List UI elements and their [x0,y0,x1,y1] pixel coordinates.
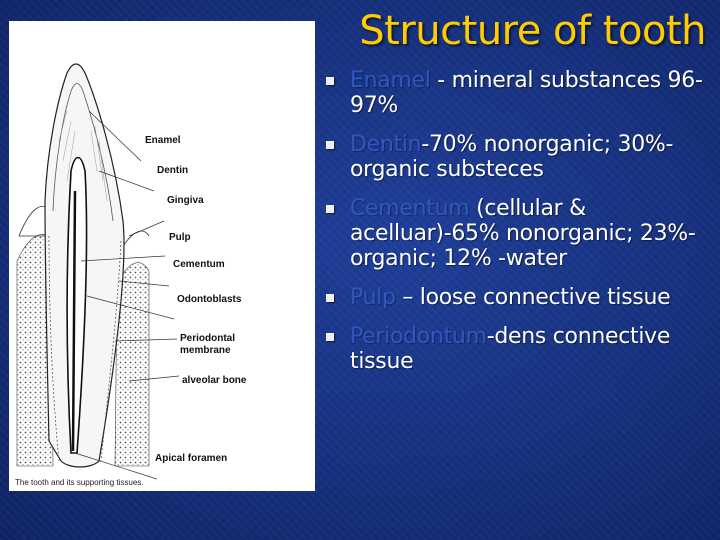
figure-caption: The tooth and its supporting tissues. [15,478,144,487]
bullet-dentin: Dentin-70% nonorganic; 30%- organic subs… [322,132,717,182]
bullet-cementum: Cementum (cellular & acelluar)-65% nonor… [322,196,717,271]
label-odontoblasts: Odontoblasts [177,294,242,305]
leader-lines [74,110,180,480]
tooth-diagram: Enamel Dentin Gingiva Pulp Cementum Odon… [9,21,315,491]
bullet-marker [326,141,334,149]
label-periodontal-membrane-1: Periodontal [180,333,236,344]
pulp-canal [66,156,88,454]
bullet-marker [326,77,334,85]
bullet-list: Enamel - mineral substances 96-97% Denti… [322,68,717,374]
bullet-text-cementum: (cellular & acelluar)-65% nonorganic; 23… [350,196,696,271]
term-periodontum: Periodontum [350,324,487,349]
bullet-text-enamel: - mineral substances 96-97% [350,68,703,118]
term-enamel: Enamel [350,68,431,93]
label-apical-foramen: Apical foramen [155,453,228,464]
bullet-pulp: Pulp – loose connective tissue [322,285,717,310]
label-enamel: Enamel [145,135,181,146]
tooth-illustration [16,63,180,480]
bullet-text-dentin: -70% nonorganic; 30%- organic substeces [350,132,674,182]
bullet-periodontum: Periodontum-dens connective tissue [322,324,717,374]
term-cementum: Cementum [350,196,470,221]
label-periodontal-membrane-2: membrane [180,345,231,356]
bullet-text-pulp: – loose connective tissue [395,285,671,310]
label-dentin: Dentin [157,165,189,176]
term-dentin: Dentin [350,132,422,157]
bullet-enamel: Enamel - mineral substances 96-97% [322,68,717,118]
label-cementum: Cementum [173,259,225,270]
dentin-hatching [58,110,108,202]
label-pulp: Pulp [169,232,191,243]
bullet-marker [326,205,334,213]
bullet-text-periodontum: -dens connective tissue [350,324,671,374]
term-pulp: Pulp [350,285,396,310]
label-gingiva: Gingiva [167,195,204,206]
bullet-marker [326,294,334,302]
slide-title: Structure of tooth [359,8,706,54]
label-alveolar-bone: alveolar bone [182,375,247,386]
bullet-marker [326,333,334,341]
